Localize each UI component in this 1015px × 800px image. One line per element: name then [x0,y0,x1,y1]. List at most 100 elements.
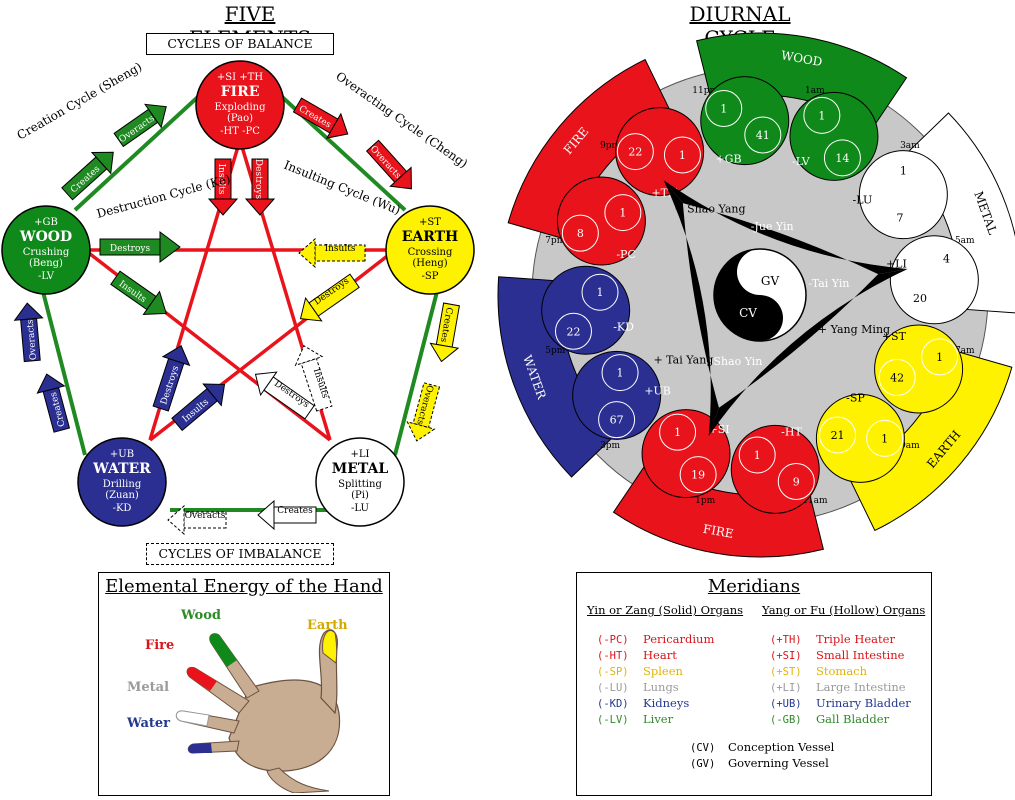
meridian-point [738,436,776,474]
meridian-start-point: 22 [566,325,580,338]
yang-organ-name: Small Intestine [816,648,905,662]
metal-yang: +LI [351,449,370,460]
meridians-title: Meridians [707,576,801,597]
meridian-name: -KD [613,320,634,333]
hand-label-water: Water [126,716,170,731]
meridian-end-point: 1 [679,149,686,162]
yang-organ-row: (-GB)Gall Bladder [770,711,911,727]
water-name: WATER [92,461,151,477]
cv-label: CV [739,306,757,320]
yin-organ-row: (-PC) Pericardium [597,631,714,647]
channel-label: + Shao Yang [674,202,745,215]
yin-organ-name: Pericardium [643,632,715,646]
channel-band [663,180,719,436]
earth-action: Crossing [408,247,453,258]
hand-label-metal: Metal [127,680,169,695]
wood-yin: -LV [38,271,55,282]
yin-organ-code: (-HT) [597,650,629,662]
water-yin: -KD [113,503,132,514]
meridian-name: +ST [882,330,907,343]
cycles-of-balance-label: CYCLES OF BALANCE [146,33,334,55]
water-pinyin: (Zuan) [105,490,139,501]
yang-organ-name: Gall Bladder [816,712,890,726]
meridian-point [921,338,959,376]
meridian-point [598,401,636,439]
earth-yin: -SP [422,271,439,282]
meridian-start-point: 67 [610,414,624,427]
meridian-point [823,139,861,177]
meridian-name: +LI [886,258,907,271]
meridian-start-point: 1 [900,164,907,177]
meridian-end-point: 1 [617,367,624,380]
cycles-of-imbalance-label: CYCLES OF IMBALANCE [146,543,334,565]
meridian-point [881,198,919,236]
yin-organ-name: Spleen [643,664,683,678]
yang-organ-name: Stomach [816,664,868,678]
fire-element: +SI +TH FIRE Exploding (Pao) -HT -PC [195,60,285,150]
meridian-point [561,214,599,252]
meridian-name: -LU [853,194,873,207]
fire-yang: +SI +TH [217,72,263,83]
time-label: 9pm [600,141,620,151]
yin-organ-code: (-PC) [597,634,629,646]
meridian-point [581,273,619,311]
earth-name: EARTH [402,229,459,245]
yang-organ-code: (+SI) [770,650,802,662]
fire-action: Exploding [214,102,266,113]
water-action: Drilling [103,479,142,490]
yang-organ-code: (+ST) [770,666,802,678]
yang-organ-name: Large Intestine [816,680,906,694]
time-label: 3am [900,141,920,151]
meridian-point [616,133,654,171]
meridian-point [705,89,743,127]
meridian-point [663,136,701,174]
time-label: 9am [900,441,920,451]
yang-organ-code: (+LI) [770,682,802,694]
hand-label-earth: Earth [307,618,348,633]
channel-label: -Jue Yin [751,220,794,233]
yang-organ-code: (+UB) [770,698,802,710]
yang-organ-list: (+TH)Triple Heater(+SI)Small Intestine(+… [770,631,911,727]
meridian-end-point: 21 [831,429,845,442]
yang-header: Yang or Fu (Hollow) Organs [762,603,926,617]
hand-label-wood: Wood [180,608,221,623]
time-label: 5am [955,236,975,246]
wood-action: Crushing [23,247,70,258]
yin-organ-row: (-HT)Heart [597,647,714,663]
yin-organ-code: (-KD) [597,698,629,710]
yin-organ-row: (-SP)Spleen [597,663,714,679]
destruction-cycle-label: Destruction Cycle (Ke) [95,172,232,221]
yang-organ-name: Urinary Bladder [816,696,911,710]
meridian-point [601,354,639,392]
vessel-code: (CV) [690,742,716,754]
yin-organ-list: (-PC)Pericardium(-HT)Heart(-SP)Spleen(-L… [597,631,714,727]
meridian-end-point: 41 [756,129,770,142]
hand-label-fire: Fire [145,638,174,653]
meridian-start-point: 19 [691,469,705,482]
channel-label: -Tai Yin [808,277,849,290]
overacting-cycle-label: Overacting Cycle (Cheng) [333,69,470,171]
water-yang: +UB [110,449,134,460]
meridian-circle [858,150,948,240]
vessel-row: (CV)Conception Vessel [690,739,834,755]
meridian-point [554,312,592,350]
overacts-label: Overacts [185,511,226,521]
meridian-start-point: 8 [577,227,584,240]
yang-organ-row: (+LI) Large Intestine [770,679,911,695]
earth-pinyin: (Heng) [412,258,447,269]
metal-action: Splitting [338,479,382,490]
time-label: 7am [955,346,975,356]
destroys-label: Destroys [253,159,263,200]
metal-element: +LI METAL Splitting (Pi) -LU [315,437,405,527]
time-label: 11pm [692,86,718,96]
meridian-point [878,358,916,396]
meridian-start-point: 1 [818,109,825,122]
meridian-end-point: 20 [913,292,927,305]
yin-organ-name: Lungs [643,680,679,694]
yin-organ-row: (-KD)Kidneys [597,695,714,711]
meridian-end-point: 42 [890,371,904,384]
creates-label: Creates [277,506,313,516]
wood-yang: +GB [34,217,58,228]
metal-name: METAL [332,461,389,477]
